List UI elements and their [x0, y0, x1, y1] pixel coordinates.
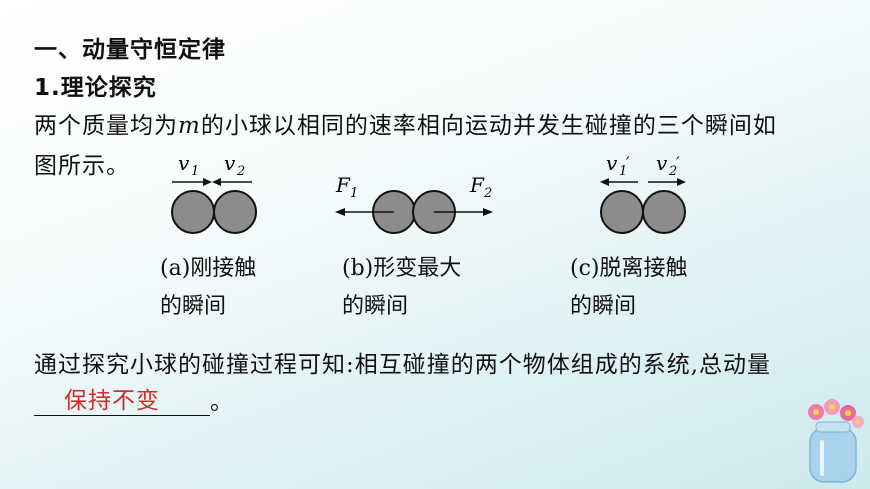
caption-c-line2: 的瞬间: [570, 294, 637, 319]
para1-text-a: 两个质量均为: [34, 113, 178, 139]
velocity-arrow-left: [212, 178, 252, 186]
label-v2-prime-sub: 2: [668, 164, 677, 179]
ball-right: [642, 190, 686, 234]
caption-b: (b)形变最大 的瞬间: [342, 250, 461, 326]
diagram-b: F 1 F 2: [335, 173, 493, 234]
diagram-a: v 1 v 2: [171, 151, 257, 234]
caption-a: (a)刚接触 的瞬间: [160, 250, 256, 326]
period: 。: [210, 389, 234, 415]
label-v2-prime-mark: ′: [676, 153, 680, 172]
answer-text: 保持不变: [64, 388, 160, 414]
caption-c: (c)脱离接触 的瞬间: [570, 250, 688, 326]
caption-c-line1: (c)脱离接触: [570, 256, 688, 281]
flower-vase-decoration: [808, 399, 864, 483]
velocity-arrow-right: [172, 178, 212, 186]
label-v1-prime-sub: 1: [619, 164, 627, 179]
mass-variable: m: [178, 113, 201, 139]
label-f1-sub: 1: [350, 186, 358, 201]
label-v1-prime-mark: ′: [626, 153, 630, 172]
answer-blank: 保持不变: [34, 388, 210, 416]
label-f2-sub: 2: [483, 186, 492, 201]
ball-right: [213, 190, 257, 234]
para1-text-b: 的小球以相同的速率相向运动并发生碰撞的三个瞬间如: [200, 113, 777, 139]
label-v2-sub: 2: [236, 164, 245, 179]
caption-a-line1: (a)刚接触: [160, 256, 257, 281]
label-v1-prime: v: [606, 151, 618, 175]
force-arrow-right: [434, 208, 493, 216]
label-f1: F: [335, 173, 351, 197]
ball-left: [600, 190, 644, 234]
velocity-arrow-right: [648, 178, 686, 186]
label-f2: F: [469, 173, 485, 197]
force-arrow-left: [335, 208, 394, 216]
label-v1: v: [178, 151, 190, 175]
answer-row: 保持不变 。: [34, 382, 234, 416]
label-v1-sub: 1: [191, 164, 199, 179]
paragraph-line-3: 通过探究小球的碰撞过程可知:相互碰撞的两个物体组成的系统,总动量: [34, 352, 772, 378]
caption-b-line2: 的瞬间: [342, 294, 409, 319]
section-heading: 一、动量守恒定律: [34, 37, 226, 63]
ball-left: [171, 190, 215, 234]
velocity-arrow-left: [600, 178, 638, 186]
label-v2-prime: v: [656, 151, 668, 175]
label-v2: v: [224, 151, 236, 175]
caption-a-line2: 的瞬间: [160, 294, 227, 319]
diagram-c: v 1 ′ v 2 ′: [600, 151, 686, 234]
paragraph-line-2: 图所示。: [34, 153, 130, 179]
paragraph-line-1: 两个质量均为m的小球以相同的速率相向运动并发生碰撞的三个瞬间如: [34, 106, 777, 140]
subsection-heading: 1.理论探究: [34, 75, 157, 101]
caption-b-line1: (b)形变最大: [342, 256, 462, 281]
